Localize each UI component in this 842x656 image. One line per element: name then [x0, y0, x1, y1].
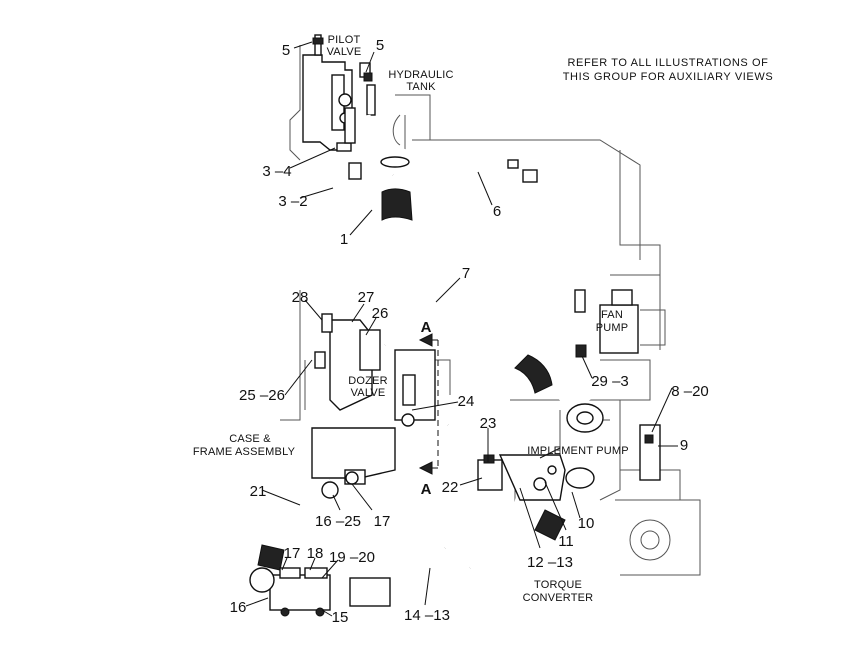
callout-label: 23 [480, 415, 497, 432]
callout-label: 3 –2 [278, 193, 307, 210]
fan-pump-caption-1: FAN [601, 309, 623, 321]
leader-lines [245, 41, 678, 617]
callout-label: 11 [558, 533, 574, 550]
torque-converter-caption-1: TORQUE [534, 579, 582, 591]
dozer-valve-caption-1: DOZER [348, 375, 388, 387]
callout-label: 5 [282, 42, 290, 59]
case-frame-caption-1: CASE & [229, 433, 271, 445]
callout-label: 14 –13 [404, 607, 450, 624]
callout-label: 28 [292, 289, 309, 306]
hydraulic-tank-caption-2: TANK [406, 81, 436, 93]
hydraulic-tank-caption-1: HYDRAULIC [388, 69, 453, 81]
case-frame-assembly [311, 427, 396, 499]
callout-label: 5 [376, 37, 384, 54]
pilot-valve [302, 34, 356, 152]
callout-label: 21 [250, 483, 267, 500]
clamp-assembly [249, 567, 331, 617]
callout-label: 27 [358, 289, 375, 306]
note-line-1: REFER TO ALL ILLUSTRATIONS OF [568, 57, 769, 69]
callout-label: 10 [578, 515, 595, 532]
pilot-valve-caption-2: VALVE [327, 46, 362, 58]
dozer-valve-caption-2: VALVE [351, 387, 386, 399]
dozer-valve [314, 313, 436, 427]
hydraulic-tank-fittings [359, 62, 376, 116]
callout-label: 17 [374, 513, 391, 530]
torque-converter-caption-2: CONVERTER [523, 592, 594, 604]
callout-label: 16 –25 [315, 513, 361, 530]
callout-label: 29 –3 [591, 373, 629, 390]
callout-label: 6 [493, 203, 501, 220]
callout-label: 9 [680, 437, 688, 454]
callout-label: 1 [340, 231, 348, 248]
fan-pump [599, 289, 639, 354]
callout-label: 17 [284, 545, 301, 562]
hose-14 [404, 419, 489, 564]
fan-pump-caption-2: PUMP [596, 322, 629, 334]
note-line-2: THIS GROUP FOR AUXILIARY VIEWS [563, 71, 774, 83]
callout-label: 7 [462, 265, 470, 282]
callout-label: 15 [332, 609, 349, 626]
callout-label: 3 –4 [262, 163, 291, 180]
bracket-8-9 [639, 424, 661, 481]
callout-label: 25 –26 [239, 387, 285, 404]
pilot-valve-caption-1: PILOT [328, 34, 361, 46]
section-mark-bottom: A [421, 481, 432, 498]
case-frame-caption-2: FRAME ASSEMBLY [193, 446, 296, 458]
callout-label: 12 –13 [527, 554, 573, 571]
callout-label: 26 [372, 305, 389, 322]
pipe-torque-converter [329, 486, 538, 607]
hose-1 [348, 162, 411, 348]
callout-label: 19 –20 [329, 549, 375, 566]
implement-pump [477, 454, 566, 501]
callout-label: 22 [442, 479, 459, 496]
hose-10 [467, 467, 595, 577]
section-a-markers [418, 333, 439, 475]
hose-6 [365, 114, 587, 358]
callout-label: 24 [458, 393, 475, 410]
callout-label: 16 [230, 599, 247, 616]
callout-label: 8 –20 [671, 383, 709, 400]
implement-pump-caption: IMPLEMENT PUMP [527, 445, 629, 457]
callout-label: 18 [307, 545, 324, 562]
hose-7 [380, 156, 604, 433]
section-mark-top: A [421, 319, 432, 336]
